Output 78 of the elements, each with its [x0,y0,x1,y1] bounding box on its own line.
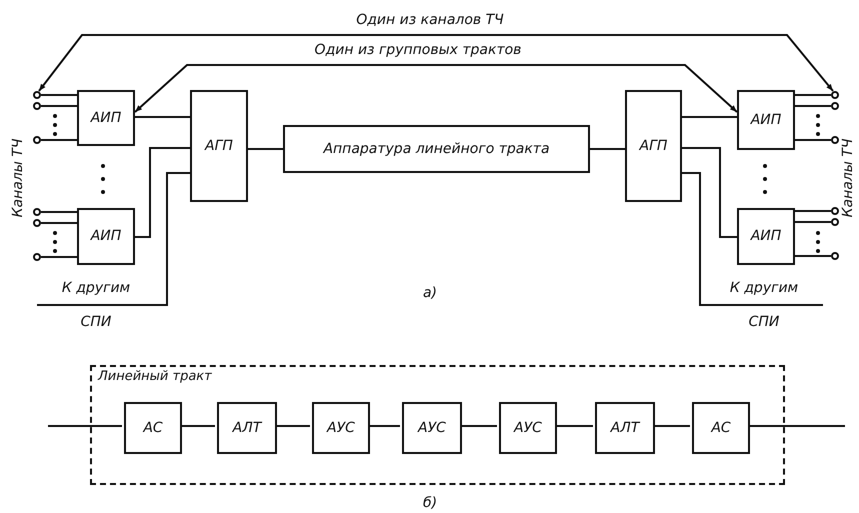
terminal-circle [831,91,839,99]
block-label: АИП [750,112,782,128]
wire-line [795,94,831,96]
block-label: АС [711,420,731,436]
wire-line [368,425,400,427]
wire-line [41,94,77,96]
figure-label: б) [422,495,438,511]
wire-line [682,172,823,306]
wire-line [795,105,831,107]
block-box [77,90,135,146]
wire-line [795,255,831,257]
wire-line [460,425,497,427]
terminal-circle [831,207,839,215]
terminal-circle [831,102,839,110]
block-label: АУС [514,420,542,436]
wire-line [795,139,831,141]
terminal-circle [33,208,41,216]
block-box [124,402,182,454]
wire-line [37,172,190,306]
wire-line [275,425,310,427]
terminal-circle [831,218,839,226]
wire-line [248,148,283,150]
wire-line [795,210,831,212]
block-label: АИП [90,110,122,126]
block-box [312,402,370,454]
figure-label: а) [422,285,438,301]
wire-line [682,116,737,118]
line-label: К другим [728,280,800,296]
wire-line [48,425,122,427]
block-box [283,125,590,173]
block-label: АС [143,420,163,436]
side-label: Каналы ТЧ [840,138,856,218]
block-box [737,208,795,265]
wire-line [41,222,77,224]
terminal-circle [33,102,41,110]
block-box [692,402,750,454]
side-label: Каналы ТЧ [10,138,26,218]
block-label: АУС [327,420,355,436]
block-label: АЛТ [232,420,262,436]
arrow [38,34,834,92]
wire-line [682,147,737,238]
block-box [77,208,135,265]
block-label: Аппаратура линейного тракта [323,140,550,158]
wire-line [135,147,190,238]
wire-line [41,139,77,141]
block-box [625,90,682,202]
block-label: АИП [90,228,122,245]
block-label: АГП [205,138,233,154]
dashed-frame [90,365,785,485]
terminal-circle [831,252,839,260]
block-box [595,402,655,454]
block-box [402,402,462,454]
wire-line [795,221,831,223]
block-label: АЛТ [610,420,640,436]
terminal-circle [33,253,41,261]
wire-line [180,425,215,427]
wire-line [653,425,690,427]
terminal-circle [33,219,41,227]
wire-line [41,256,77,258]
block-box [737,90,795,150]
wire-line [748,425,845,427]
block-box [217,402,277,454]
wire-line [135,116,190,118]
wire-line [555,425,593,427]
terminal-circle [33,91,41,99]
arrow [134,64,738,113]
wire-line [590,148,625,150]
block-label: АУС [418,420,446,436]
line-label: К другим [60,280,132,296]
block-label: АИП [750,228,782,245]
wire-line [41,105,77,107]
wire-line [41,211,77,213]
terminal-circle [831,136,839,144]
block-box [499,402,557,454]
block-label: АГП [640,138,668,154]
frame-title: Линейный тракт [98,369,212,384]
terminal-circle [33,136,41,144]
block-box [190,90,248,202]
